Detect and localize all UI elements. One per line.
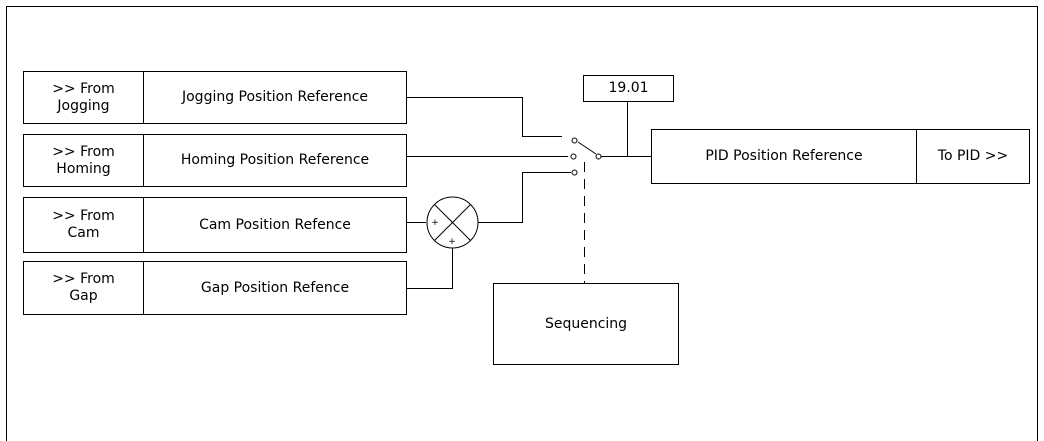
gap-position-reference-text: Gap Position Refence <box>200 279 350 296</box>
sequencing-text: Sequencing <box>544 315 628 332</box>
from-homing-text: >> From Homing <box>52 143 115 177</box>
cam-position-reference-block: Cam Position Refence <box>143 197 407 253</box>
cam-position-reference-text: Cam Position Refence <box>199 216 351 233</box>
homing-position-reference-text: Homing Position Reference <box>180 152 370 168</box>
from-jogging-text: >> From Jogging <box>52 80 115 114</box>
summer-sign-left: + <box>431 218 439 228</box>
switch-common <box>595 153 602 160</box>
from-gap-text: >> From Gap <box>52 271 115 304</box>
from-cam-label: >> From Cam <box>23 197 144 253</box>
to-pid-label: To PID >> <box>916 129 1030 184</box>
wire-summer-out <box>478 172 571 223</box>
sequencing-block: Sequencing <box>493 283 679 365</box>
gap-position-reference-block: Gap Position Refence <box>143 261 407 315</box>
to-pid-text: To PID >> <box>937 148 1009 164</box>
summer-sign-bottom: + <box>448 237 456 247</box>
pid-position-reference-text: PID Position Reference <box>705 148 863 164</box>
summing-junction <box>426 196 479 249</box>
jogging-position-reference-text: Jogging Position Reference <box>181 89 369 105</box>
switch-contact-summer <box>571 169 578 176</box>
pid-position-reference-block: PID Position Reference <box>651 129 917 184</box>
from-gap-label: >> From Gap <box>23 261 144 315</box>
from-homing-label: >> From Homing <box>23 134 144 187</box>
from-cam-text: >> From Cam <box>52 208 115 241</box>
switch-contact-homing <box>570 153 577 160</box>
homing-position-reference-block: Homing Position Reference <box>143 134 407 187</box>
switch-blade <box>577 141 597 155</box>
wire-gap <box>406 248 453 289</box>
selector-parameter-box: 19.01 <box>583 75 674 102</box>
wire-jogging <box>406 97 562 137</box>
frame-border <box>6 6 1038 441</box>
switch-contact-jogging <box>571 137 578 144</box>
from-jogging-label: >> From Jogging <box>23 71 144 124</box>
selector-parameter-text: 19.01 <box>608 80 649 96</box>
jogging-position-reference-block: Jogging Position Reference <box>143 71 407 124</box>
